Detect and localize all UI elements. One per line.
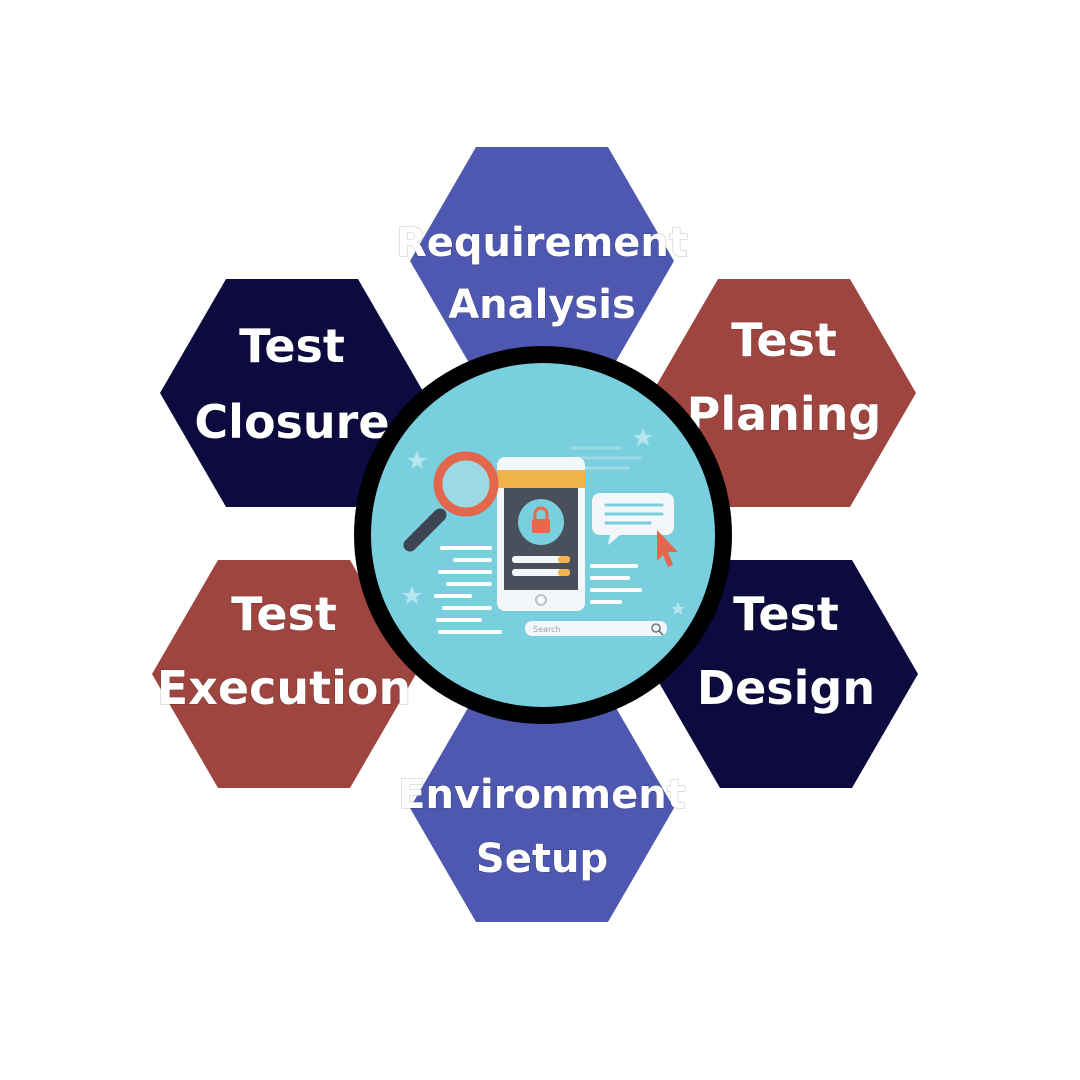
stage-label-line: Test <box>231 587 337 641</box>
phone-icon <box>497 457 585 611</box>
stage-label-line: Design <box>697 661 875 715</box>
stage-hexagon <box>410 694 674 922</box>
stage-hexagon <box>160 279 424 507</box>
stage-hexagon <box>152 560 416 788</box>
stage-label-line: Test <box>733 587 839 641</box>
cursor-icon <box>657 530 678 567</box>
magnifier-icon <box>403 451 499 552</box>
search-icon <box>651 623 664 636</box>
stage-hexagons: RequirementAnalysisTestPlaningTestDesign… <box>152 147 918 922</box>
center-emblem: Search <box>354 346 732 724</box>
stage-label-line: Setup <box>476 836 608 882</box>
stage-label-line: Execution <box>157 661 411 715</box>
stage-hexagon <box>410 147 674 375</box>
search-bar: Search <box>525 621 667 636</box>
chat-bubble-icon <box>592 493 674 545</box>
search-placeholder: Search <box>533 625 560 634</box>
stage-label-line: Closure <box>194 395 389 449</box>
decorative-lines-left <box>434 546 502 634</box>
star-icon <box>402 428 685 615</box>
stage-hexagon <box>652 279 916 507</box>
stage-label-line: Planing <box>687 387 882 441</box>
decorative-lines-top <box>570 446 642 470</box>
stage-label-line: Requirement <box>396 220 688 266</box>
stage-label-line: Analysis <box>448 282 636 328</box>
stage-hexagon <box>654 560 918 788</box>
stage-label-line: Test <box>731 313 837 367</box>
stage-label-line: Test <box>239 319 345 373</box>
stage-label-line: Environment <box>398 772 686 818</box>
decorative-lines-right <box>590 564 642 604</box>
lock-icon <box>518 499 564 545</box>
